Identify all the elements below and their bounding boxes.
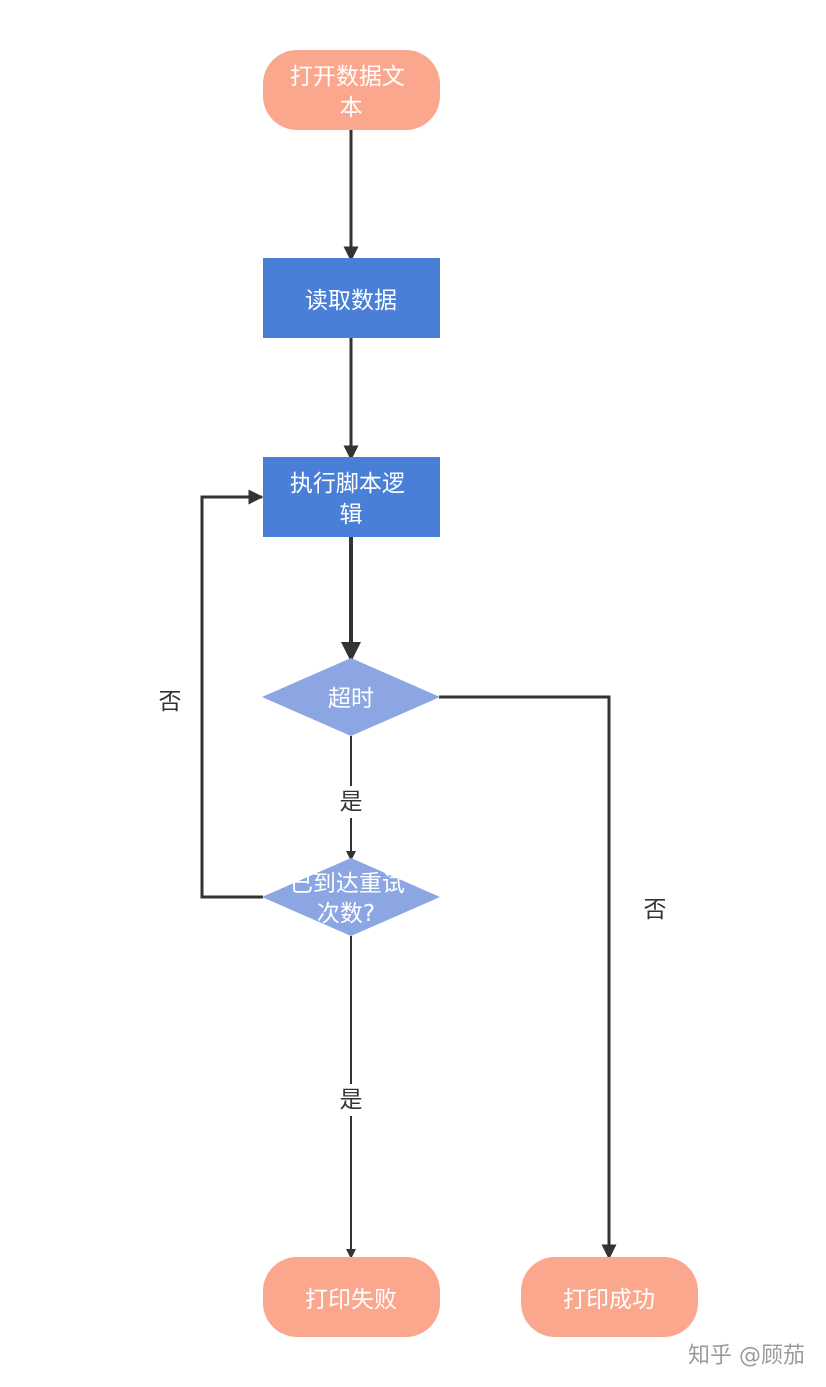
print-fail-line-1: 打印失败: [305, 1287, 397, 1313]
print-success-terminal: [521, 1257, 698, 1337]
read-data-label: 读取数据: [305, 288, 397, 314]
retry-limit-line-2: 次数?: [317, 901, 375, 927]
retry-limit-decision-label: 已到达重试 次数?: [290, 871, 412, 927]
print-fail-label: 打印失败: [305, 1287, 397, 1313]
nodes: 打开数据文 本 读取数据 执行脚本逻 辑 超时 已到达重试 次数? 打印失败: [262, 50, 698, 1337]
start-terminal-line-2: 本: [340, 95, 363, 121]
start-terminal-line-1: 打开数据文: [290, 64, 405, 90]
timeout-decision-line-1: 超时: [328, 686, 374, 712]
watermark: 知乎 @顾茄: [688, 1344, 805, 1369]
edge-retry-to-execute: [200, 489, 264, 899]
print-success-line-1: 打印成功: [563, 1287, 655, 1313]
timeout-decision: [262, 658, 440, 736]
start-terminal-label: 打开数据文 本: [290, 64, 412, 121]
edge-timeout-to-success: [439, 695, 617, 1260]
read-data-line-1: 读取数据: [305, 288, 397, 314]
execute-script-process: [263, 457, 440, 537]
edge-label-retry-no: 否: [159, 689, 182, 715]
print-fail-terminal: [263, 1257, 440, 1337]
edge-label-timeout-yes: 是: [340, 789, 363, 815]
edge-label-retry-yes: 是: [340, 1087, 363, 1113]
read-data-process: [263, 258, 440, 338]
execute-script-line-1: 执行脚本逻: [290, 471, 405, 497]
execute-script-label: 执行脚本逻 辑: [290, 471, 412, 528]
edge-label-bg-retry-yes: [336, 1084, 366, 1116]
start-terminal: [263, 50, 440, 130]
retry-limit-line-1: 已到达重试: [290, 871, 405, 897]
edge-label-bg-timeout-yes: [336, 786, 366, 818]
print-success-label: 打印成功: [563, 1287, 655, 1313]
retry-limit-decision: [262, 858, 440, 936]
execute-script-line-2: 辑: [340, 502, 363, 528]
edge-label-timeout-no: 否: [644, 897, 667, 923]
timeout-decision-label: 超时: [328, 686, 374, 712]
